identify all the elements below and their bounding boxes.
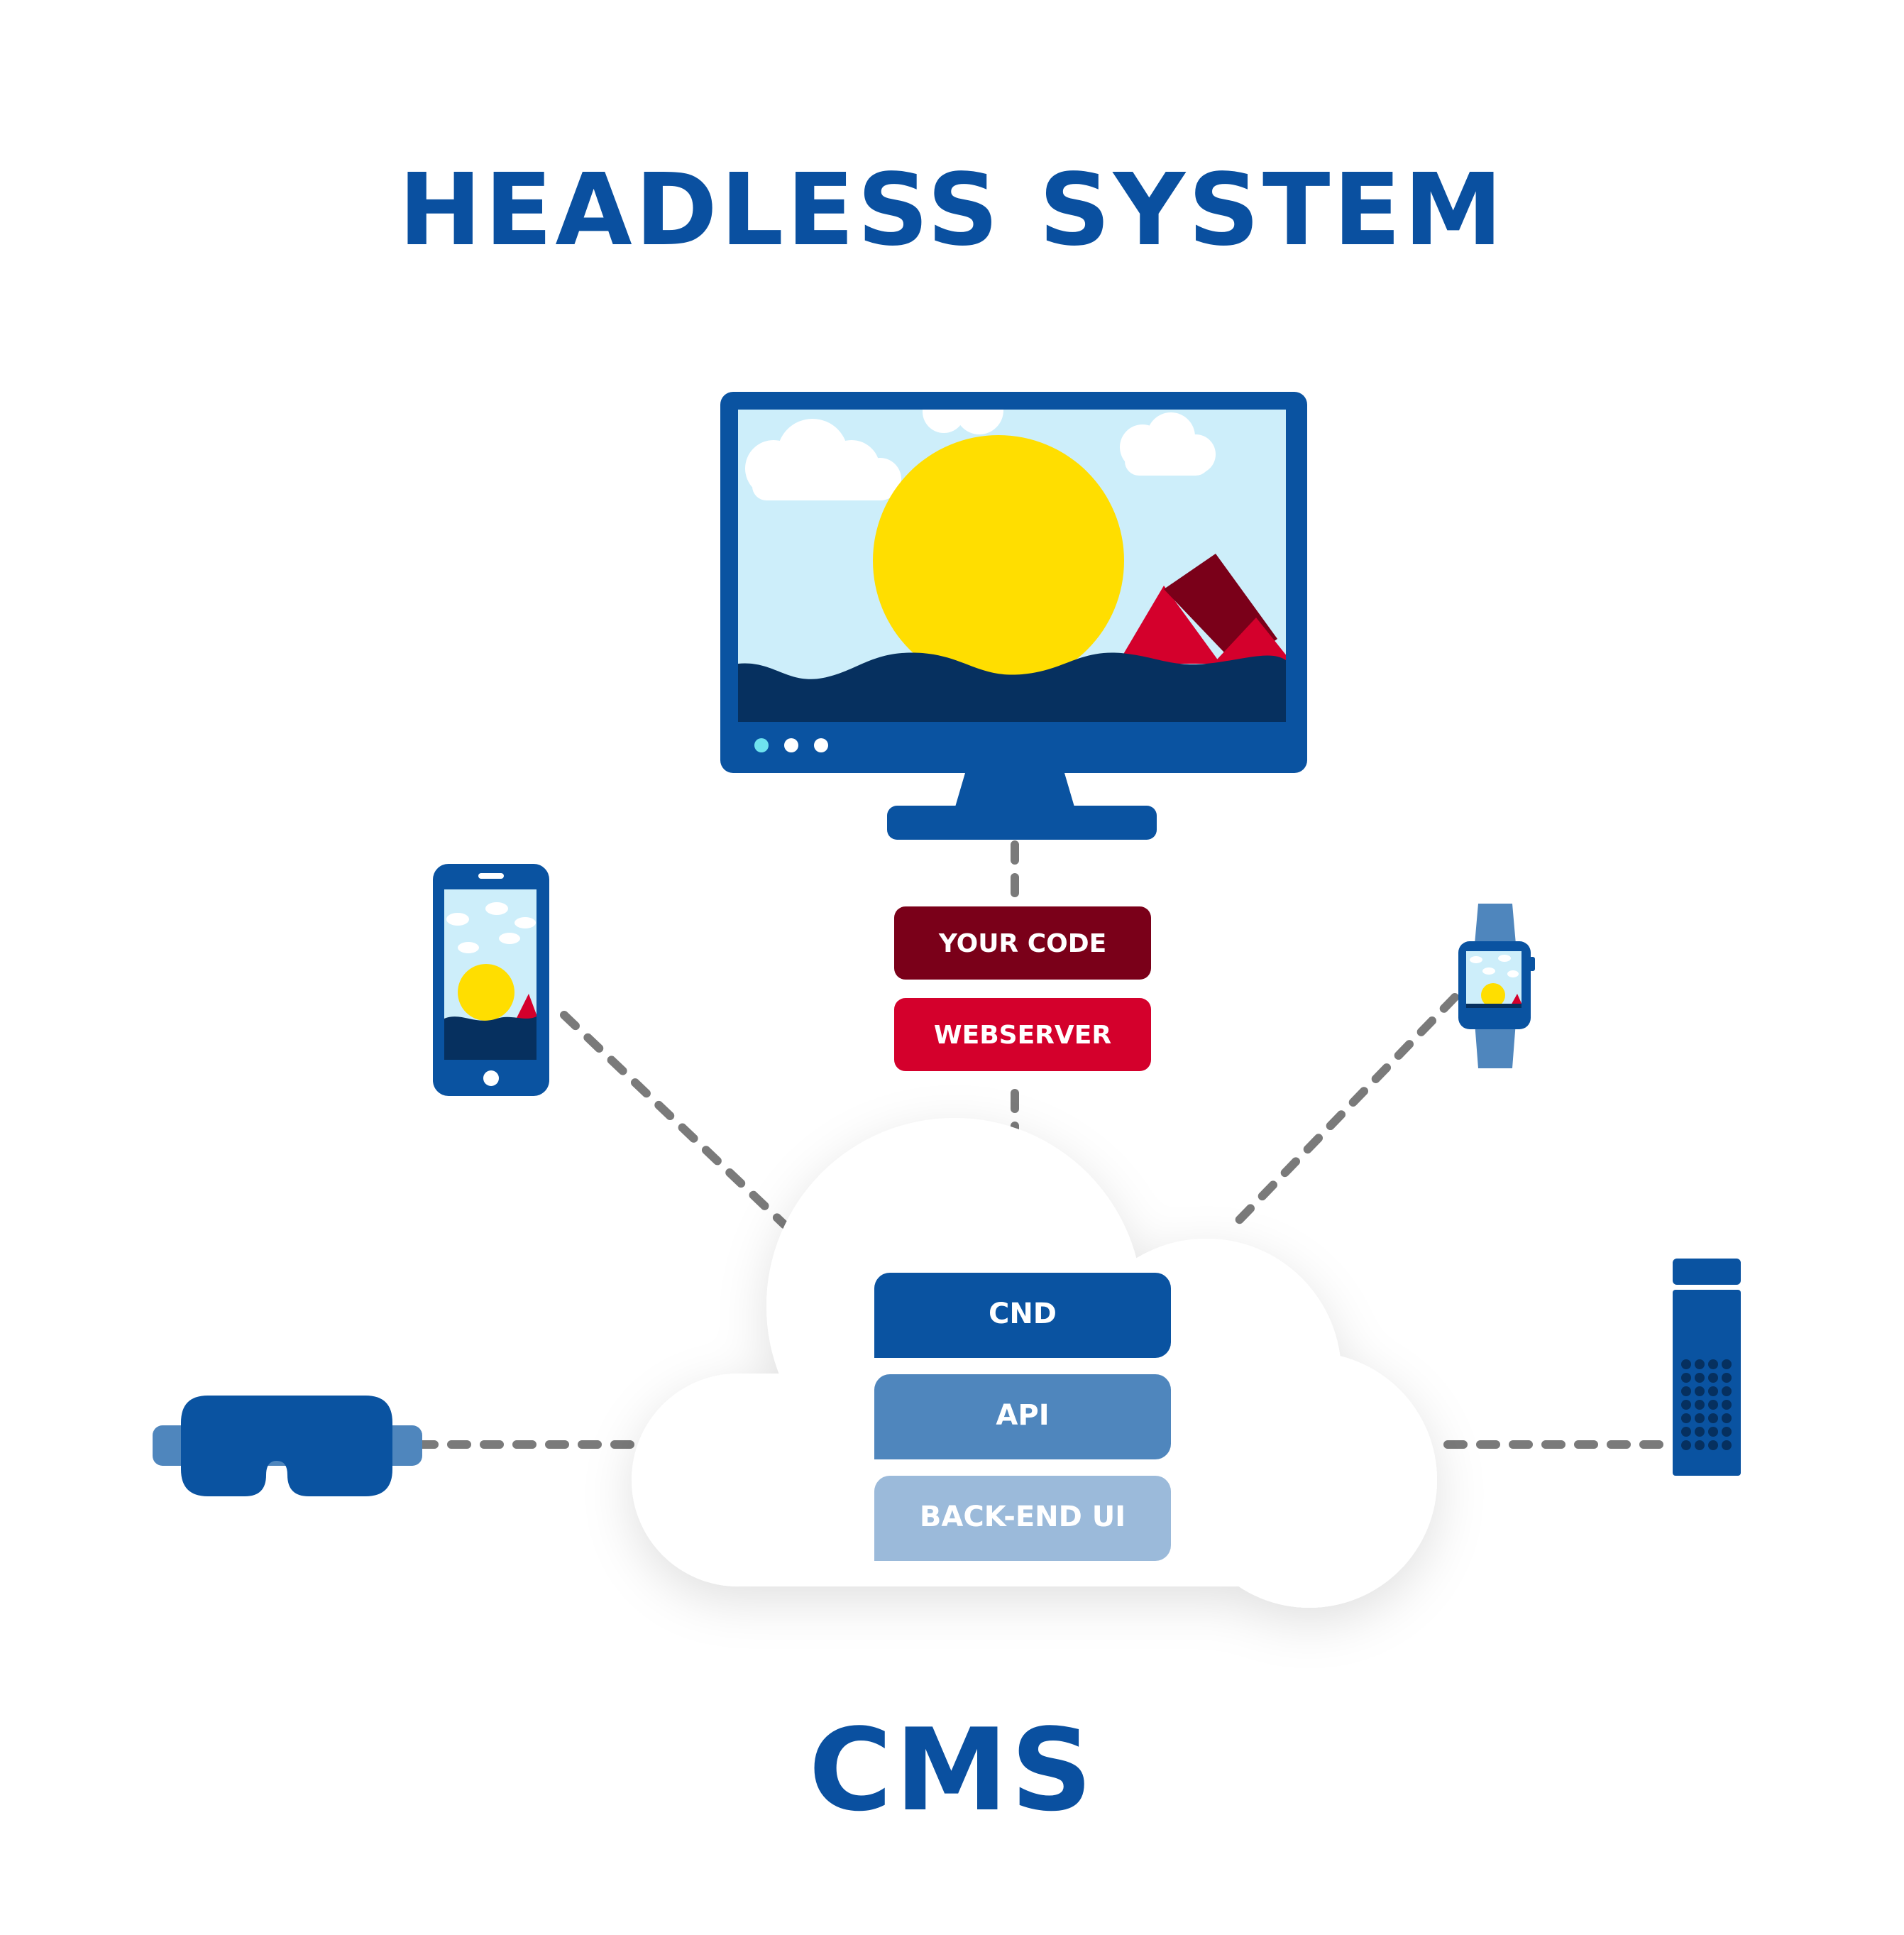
speaker-grille-dot xyxy=(1708,1427,1718,1437)
speaker-grille-dot xyxy=(1722,1427,1732,1437)
speaker-grille-dot xyxy=(1708,1400,1718,1410)
speaker-grille-dot xyxy=(1722,1413,1732,1423)
backend-ui-block xyxy=(874,1476,1171,1561)
monitor-dot-1 xyxy=(754,738,769,752)
your-code-label: YOUR CODE xyxy=(938,929,1106,958)
cnd-label: CND xyxy=(989,1298,1057,1330)
cms-stack: CND API BACK-END UI xyxy=(874,1273,1171,1561)
speaker-grille-dot xyxy=(1695,1413,1705,1423)
speaker-grille-dot xyxy=(1695,1359,1705,1369)
speaker-grille-dot xyxy=(1708,1440,1718,1450)
cnd-block xyxy=(874,1273,1171,1358)
webserver-block xyxy=(894,998,1151,1071)
speaker-grille-dot xyxy=(1722,1400,1732,1410)
monitor-dot-3 xyxy=(814,738,828,752)
backend-ui-label: BACK-END UI xyxy=(920,1501,1126,1533)
desktop-monitor-icon xyxy=(720,392,1307,840)
server-stack: YOUR CODE WEBSERVER xyxy=(894,906,1151,1071)
api-label: API xyxy=(996,1399,1049,1432)
cms-label: CMS xyxy=(808,1704,1096,1836)
smart-speaker-icon xyxy=(1673,1259,1741,1476)
speaker-grille-dot xyxy=(1708,1359,1718,1369)
vr-headset-icon xyxy=(153,1396,422,1496)
speaker-grille-dot xyxy=(1681,1440,1691,1450)
connection-lines xyxy=(414,840,1668,1449)
speaker-grille-dot xyxy=(1722,1440,1732,1450)
speaker-grille-dot xyxy=(1722,1359,1732,1369)
speaker-grille-dot xyxy=(1695,1400,1705,1410)
smartwatch-icon xyxy=(1458,904,1535,1068)
page-title: HEADLESS SYSTEM xyxy=(398,153,1506,268)
speaker-grille-dot xyxy=(1681,1400,1691,1410)
smartphone-icon xyxy=(433,864,549,1096)
webserver-label: WEBSERVER xyxy=(934,1021,1111,1050)
speaker-grille-dot xyxy=(1681,1386,1691,1396)
speaker-grille-dot xyxy=(1695,1440,1705,1450)
api-block xyxy=(874,1374,1171,1459)
speaker-grille-dot xyxy=(1695,1373,1705,1383)
monitor-dot-2 xyxy=(784,738,798,752)
speaker-grille-dot xyxy=(1722,1386,1732,1396)
phone-connector xyxy=(560,1011,788,1229)
speaker-grille-dot xyxy=(1681,1359,1691,1369)
speaker-grille-dot xyxy=(1681,1427,1691,1437)
speaker-grille-dot xyxy=(1695,1427,1705,1437)
speaker-grille-dot xyxy=(1722,1373,1732,1383)
speaker-grille-dot xyxy=(1681,1373,1691,1383)
speaker-grille-dot xyxy=(1681,1413,1691,1423)
speaker-grille-dot xyxy=(1708,1386,1718,1396)
watch-connector xyxy=(1234,993,1459,1225)
speaker-grille-dot xyxy=(1695,1386,1705,1396)
speaker-grille-dot xyxy=(1708,1373,1718,1383)
speaker-grille-dot xyxy=(1708,1413,1718,1423)
your-code-block xyxy=(894,906,1151,980)
